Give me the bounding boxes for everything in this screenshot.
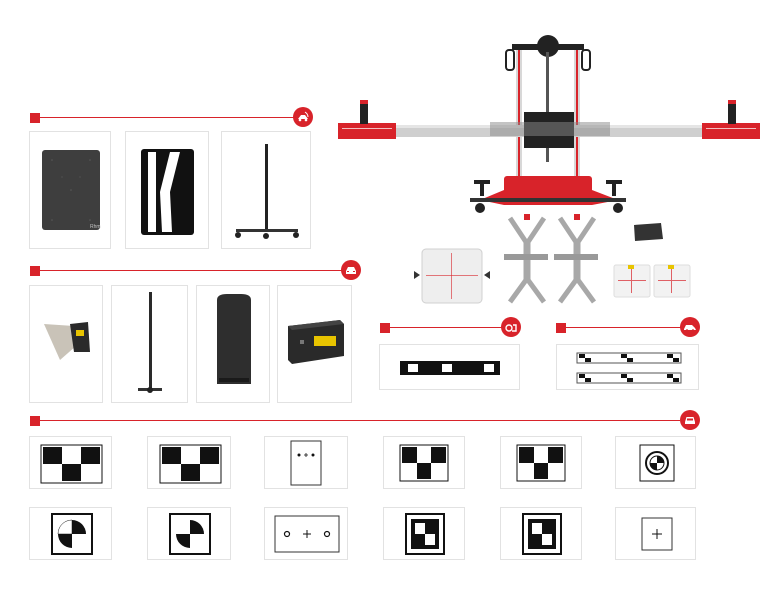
section3-marker	[380, 323, 390, 333]
checker-target-a2[interactable]	[147, 436, 231, 489]
reflector-panel	[412, 245, 492, 307]
car-side-icon	[680, 317, 700, 337]
car-front-icon	[341, 260, 361, 280]
square-target-b4[interactable]	[383, 507, 465, 560]
night-vision-target-card[interactable]	[29, 285, 103, 403]
dot-target-a3[interactable]	[264, 436, 348, 489]
quadrant-target-b1[interactable]	[29, 507, 112, 560]
section1-rule	[40, 117, 294, 118]
calibration-stand-card[interactable]	[221, 131, 311, 249]
circle-target-a6[interactable]	[615, 436, 696, 489]
side-checker-strips-card[interactable]	[556, 344, 699, 390]
calibration-frame	[330, 30, 770, 220]
quadrant-target-b2[interactable]	[147, 507, 231, 560]
simulator-box-card[interactable]	[277, 285, 352, 403]
checker-target-a1[interactable]	[29, 436, 112, 489]
section2-rule	[40, 270, 342, 271]
section4-rule	[566, 327, 681, 328]
radar-calibration-panel-card[interactable]: Rhm	[29, 131, 111, 249]
checker-target-a5[interactable]	[500, 436, 582, 489]
car-front-cam-icon	[680, 410, 700, 430]
checker-target-a4[interactable]	[383, 436, 465, 489]
section5-marker	[30, 416, 40, 426]
card-logo: Rhm	[90, 224, 101, 230]
wheel-clamps	[500, 212, 604, 308]
laser-targets	[612, 263, 694, 299]
section5-rule	[40, 420, 680, 421]
square-target-b5[interactable]	[500, 507, 582, 560]
section2-marker	[30, 266, 40, 276]
dot-target-b3[interactable]	[264, 507, 348, 560]
pole-stand-card[interactable]	[111, 285, 188, 403]
control-box	[631, 221, 665, 243]
blind-spot-radar-card[interactable]	[196, 285, 270, 403]
lane-strip-target-card[interactable]	[379, 344, 520, 390]
cross-target-b6[interactable]	[615, 507, 696, 560]
lane-calibration-board-card[interactable]	[125, 131, 209, 249]
section4-marker	[556, 323, 566, 333]
radar-vehicle-icon	[293, 107, 313, 127]
section3-rule	[390, 327, 502, 328]
section1-marker	[30, 113, 40, 123]
car-rear-icon	[501, 317, 521, 337]
